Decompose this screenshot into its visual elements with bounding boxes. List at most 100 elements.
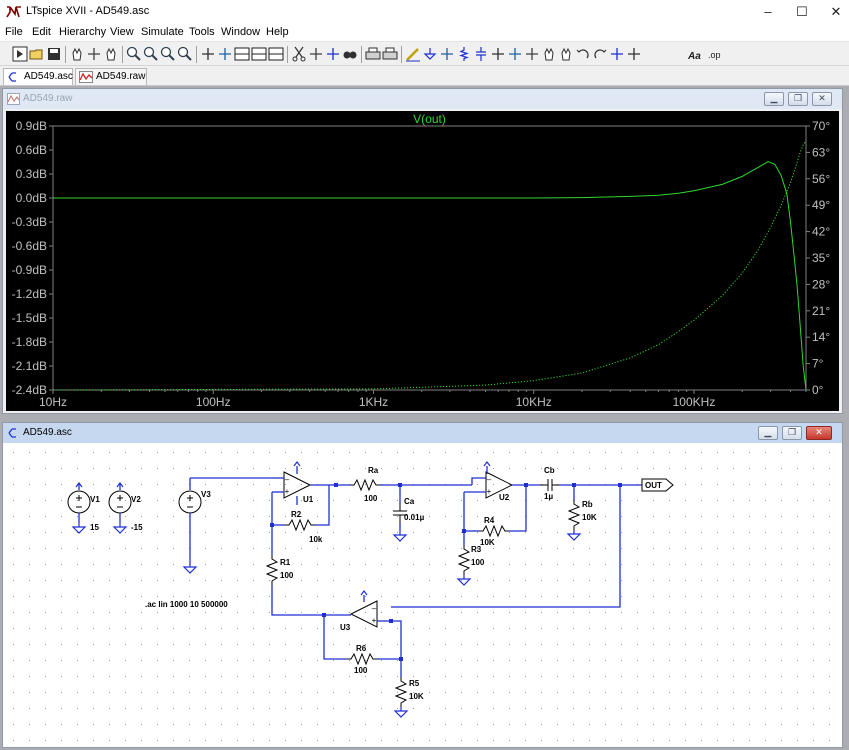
label-net-icon[interactable]	[440, 47, 454, 61]
ground-symbol[interactable]	[182, 563, 198, 574]
spice-directive-icon[interactable]: .op	[708, 50, 721, 60]
r1-resistor[interactable]	[265, 555, 279, 585]
autorange-icon[interactable]	[201, 47, 215, 61]
zoom-fit-icon[interactable]	[160, 46, 175, 61]
resistor-icon[interactable]	[457, 47, 471, 61]
r5-resistor[interactable]	[394, 677, 408, 707]
wire[interactable]	[509, 485, 527, 532]
waveform-restore-button[interactable]: ❐	[788, 92, 808, 106]
close-button[interactable]: ✕	[830, 4, 842, 19]
paste-icon[interactable]	[326, 47, 340, 61]
cascade-icon[interactable]	[268, 47, 284, 61]
pan-icon[interactable]	[104, 47, 118, 61]
zoom-cancel-icon[interactable]	[177, 46, 192, 61]
v1-label: V1	[90, 495, 100, 504]
schematic-restore-button[interactable]: ❐	[782, 426, 802, 440]
schematic-window-titlebar[interactable]: AD549.asc ▁ ❐ ✕	[3, 423, 842, 443]
redo-icon[interactable]	[593, 47, 607, 61]
menu-view[interactable]: View	[110, 26, 134, 38]
schematic-minimize-button[interactable]: ▁	[758, 426, 778, 440]
undo-icon[interactable]	[576, 47, 590, 61]
trace-label[interactable]: V(out)	[413, 112, 446, 126]
save-icon[interactable]	[47, 47, 61, 61]
menu-edit[interactable]: Edit	[32, 26, 51, 38]
zoom-out-icon[interactable]	[143, 46, 158, 61]
r3-resistor[interactable]	[457, 545, 471, 575]
waveform-minimize-button[interactable]: ▁	[764, 92, 784, 106]
ground-symbol[interactable]	[112, 523, 128, 534]
ground-symbol[interactable]	[392, 531, 408, 542]
schematic-close-button[interactable]: ✕	[806, 426, 832, 440]
capacitor-icon[interactable]	[474, 47, 488, 61]
menu-simulate[interactable]: Simulate	[141, 26, 184, 38]
wire[interactable]	[391, 485, 621, 608]
tab-schematic[interactable]: AD549.asc	[3, 68, 73, 85]
copy-icon[interactable]	[309, 47, 323, 61]
print-icon[interactable]	[382, 47, 398, 61]
phase-trace[interactable]	[52, 140, 807, 391]
draw-wire-icon[interactable]	[406, 47, 420, 62]
cut-icon[interactable]	[292, 46, 306, 62]
minimize-button[interactable]: –	[764, 4, 772, 19]
r4-resistor[interactable]	[479, 524, 509, 538]
menu-window[interactable]: Window	[221, 26, 261, 38]
bode-plot[interactable]: 0.9dB0.6dB0.3dB0.0dB-0.3dB-0.6dB-0.9dB-1…	[6, 111, 839, 411]
ca-capacitor[interactable]	[393, 503, 407, 523]
left-tick-label: -0.6dB	[12, 239, 47, 253]
u1-opamp[interactable]	[283, 471, 312, 499]
menu-tools[interactable]: Tools	[189, 26, 215, 38]
wire[interactable]	[391, 620, 402, 659]
cb-capacitor[interactable]	[540, 479, 560, 491]
open-icon[interactable]	[29, 47, 44, 61]
wire[interactable]	[323, 615, 347, 660]
inductor-icon[interactable]	[491, 47, 505, 61]
wire[interactable]	[315, 485, 330, 526]
find-icon[interactable]	[343, 47, 357, 61]
halt-icon[interactable]	[87, 47, 101, 61]
diode-icon[interactable]	[508, 47, 522, 61]
waveform-window-titlebar[interactable]: AD549.raw ▁ ❐ ✕	[3, 89, 842, 109]
text-tool-icon[interactable]: Aa	[687, 51, 701, 62]
ground-symbol[interactable]	[456, 575, 472, 586]
tile-vertical-icon[interactable]	[251, 47, 267, 61]
hand-probe-icon[interactable]	[70, 47, 84, 61]
mirror-icon[interactable]	[627, 47, 641, 61]
rotate-icon[interactable]	[610, 47, 624, 61]
left-tick-label: 0.3dB	[16, 167, 47, 181]
component-icon[interactable]	[525, 47, 539, 61]
waveform-close-button[interactable]: ✕	[812, 92, 832, 106]
r2-resistor[interactable]	[285, 518, 315, 532]
u3-label: U3	[340, 623, 351, 632]
u2-opamp[interactable]	[485, 471, 514, 499]
print-setup-icon[interactable]	[365, 47, 381, 61]
move-icon[interactable]	[542, 47, 556, 61]
u3-opamp-plus-pin: +	[372, 616, 377, 625]
tile-horizontal-icon[interactable]	[234, 47, 250, 61]
menu-hierarchy[interactable]: Hierarchy	[59, 26, 107, 38]
u3-opamp[interactable]	[349, 600, 378, 628]
tab-waveform-label: AD549.raw	[96, 71, 146, 82]
ground-symbol[interactable]	[566, 530, 582, 541]
ground-symbol[interactable]	[71, 523, 87, 534]
wire[interactable]	[271, 585, 324, 616]
wire[interactable]	[471, 477, 486, 485]
run-icon[interactable]	[12, 46, 28, 62]
rb-resistor[interactable]	[567, 500, 581, 530]
menu-file[interactable]: File	[5, 26, 23, 38]
out-net-label[interactable]	[641, 478, 674, 492]
ground-symbol[interactable]	[393, 707, 409, 718]
spice-directive-text[interactable]: .ac lin 1000 10 500000	[145, 600, 228, 609]
magnitude-trace[interactable]	[53, 161, 807, 391]
grid-icon[interactable]	[218, 47, 232, 61]
ground-icon[interactable]	[423, 47, 437, 61]
maximize-button[interactable]: ☐	[796, 4, 808, 19]
ra-resistor[interactable]	[350, 478, 380, 492]
zoom-in-icon[interactable]	[126, 46, 141, 61]
r6-resistor[interactable]	[347, 652, 377, 666]
drag-icon[interactable]	[559, 47, 573, 61]
tab-waveform[interactable]: AD549.raw	[75, 68, 147, 85]
menu-help[interactable]: Help	[266, 26, 289, 38]
